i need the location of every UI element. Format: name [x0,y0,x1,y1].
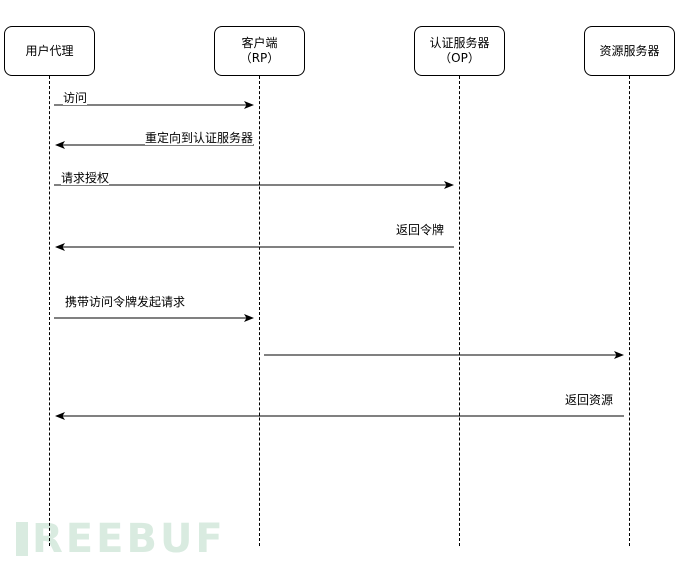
actor-client-rp: 客户端 （RP） [214,26,305,76]
actor-auth-server-sublabel: （OP） [439,51,480,65]
actor-client-sublabel: （RP） [239,51,280,65]
actor-user-agent-label: 用户代理 [25,43,74,58]
freebuf-watermark: REEBUF [16,516,226,562]
actor-client-label: 客户端 [241,36,278,50]
message-label-request-authorization: 请求授权 [61,171,110,185]
actor-resource-server-label: 资源服务器 [599,43,660,58]
lifeline-auth-server [459,76,460,546]
lifeline-client [259,76,260,546]
message-label-request-with-token: 携带访问令牌发起请求 [65,295,186,309]
watermark-text: REEBUF [32,516,226,562]
actor-auth-server-op: 认证服务器 （OP） [414,26,505,76]
lifeline-user-agent [49,76,50,546]
lifeline-resource-server [629,76,630,546]
message-label-return-resource: 返回资源 [565,393,614,407]
actor-user-agent: 用户代理 [4,26,95,76]
actor-resource-server: 资源服务器 [584,26,675,76]
watermark-bar-icon [16,522,28,556]
message-label-redirect: 重定向到认证服务器 [145,131,254,145]
message-label-return-token: 返回令牌 [396,223,445,237]
message-label-visit: 访问 [63,91,88,105]
actor-auth-server-label: 认证服务器 [429,36,490,50]
